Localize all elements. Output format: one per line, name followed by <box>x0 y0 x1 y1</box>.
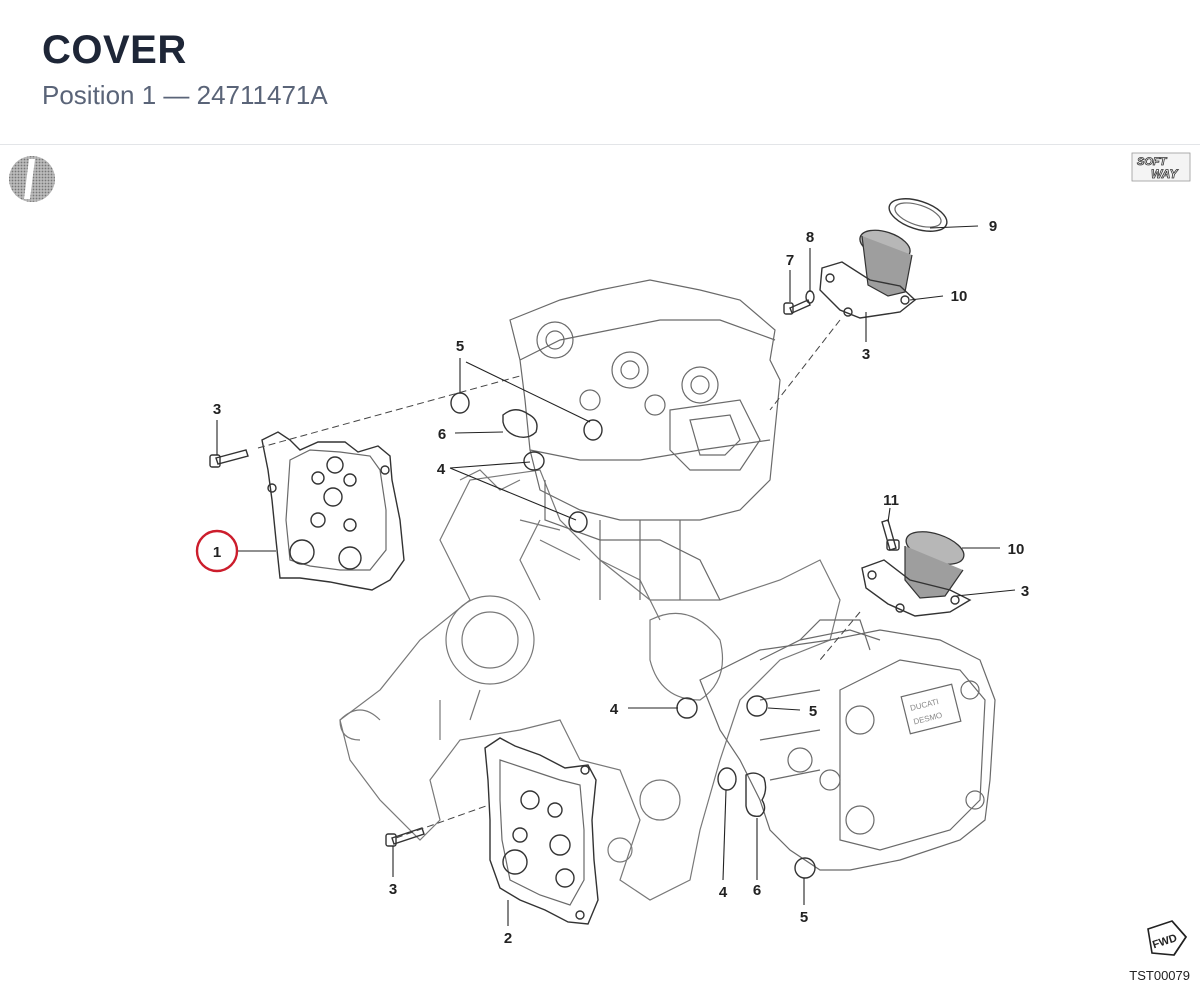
callout-3-left[interactable]: 3 <box>213 401 221 418</box>
callout-10-upper[interactable]: 10 <box>951 288 968 305</box>
leader-lines <box>216 225 1016 926</box>
bolt-3-lower[interactable] <box>385 827 425 847</box>
callout-labels: 1 2 3 3 3 3 4 4 4 5 5 5 6 6 7 8 9 10 10 … <box>213 218 1029 947</box>
callout-9[interactable]: 9 <box>989 218 997 235</box>
gaskets[interactable] <box>502 409 767 817</box>
intake-manifold-upper[interactable] <box>819 192 951 319</box>
bolt-3-left[interactable] <box>209 449 249 468</box>
callout-5-middle[interactable]: 5 <box>809 703 817 720</box>
callout-10-lower[interactable]: 10 <box>1008 541 1025 558</box>
callout-8[interactable]: 8 <box>806 229 814 246</box>
brand-top-text: SOFT <box>1137 156 1168 168</box>
bolt-7[interactable] <box>783 299 811 315</box>
callout-3-lower-manifold[interactable]: 3 <box>1021 583 1029 600</box>
svg-text:DESMO: DESMO <box>913 711 944 727</box>
callout-7[interactable]: 7 <box>786 252 794 269</box>
callout-6-bottom[interactable]: 6 <box>753 882 761 899</box>
callout-3-upper-manifold[interactable]: 3 <box>862 346 870 363</box>
brand-bottom-text: WAY <box>1151 167 1178 181</box>
logo-disc-icon <box>9 156 55 202</box>
intake-manifold-lower[interactable] <box>861 525 972 617</box>
cover-part-2[interactable] <box>484 737 599 925</box>
washer-8[interactable] <box>805 290 815 304</box>
forward-direction-icon: FWD <box>1147 920 1188 956</box>
brand-logo: SOFT WAY <box>1131 152 1191 182</box>
callout-4-upper[interactable]: 4 <box>437 461 446 478</box>
upper-cylinder-head <box>509 279 781 601</box>
bolt-11[interactable] <box>881 519 900 551</box>
svg-text:DUCATI: DUCATI <box>909 697 939 713</box>
page-subtitle: Position 1 — 24711471A <box>42 80 328 110</box>
header-divider <box>0 144 1200 145</box>
callout-3-lower[interactable]: 3 <box>389 881 397 898</box>
page-header: COVER Position 1 — 24711471A <box>42 30 328 108</box>
callout-6-upper[interactable]: 6 <box>438 426 446 443</box>
drawing-code: TST00079 <box>1129 968 1190 983</box>
engine-block <box>339 469 841 901</box>
page-title: COVER <box>42 28 187 72</box>
cover-part-1[interactable] <box>261 431 405 591</box>
callout-2[interactable]: 2 <box>504 930 512 947</box>
right-cylinder-head: DUCATI DESMO <box>699 619 996 871</box>
explosion-guide-lines <box>257 319 861 839</box>
o-rings[interactable] <box>450 392 816 879</box>
callout-5-upper[interactable]: 5 <box>456 338 464 355</box>
callout-4-middle[interactable]: 4 <box>610 701 619 718</box>
callout-5-bottom[interactable]: 5 <box>800 909 808 926</box>
callout-11[interactable]: 11 <box>883 492 899 509</box>
callout-1-highlight-ring <box>195 529 239 573</box>
callout-1[interactable]: 1 <box>213 544 221 561</box>
callout-4-bottom[interactable]: 4 <box>719 884 728 901</box>
